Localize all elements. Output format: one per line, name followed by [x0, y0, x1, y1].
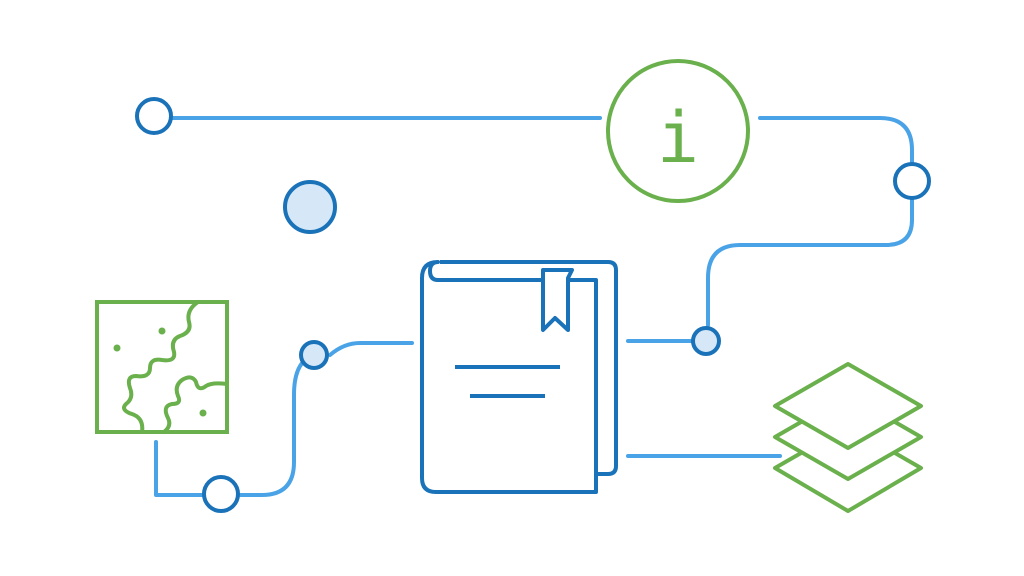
map-icon	[95, 300, 229, 434]
line-info-to-right-node	[758, 116, 914, 167]
layers-icon	[773, 362, 923, 513]
layer-top	[773, 362, 923, 450]
connector-node-icon	[893, 162, 931, 200]
map-frame	[95, 300, 229, 434]
book-back-cover	[440, 260, 618, 476]
map-contour-2	[162, 375, 229, 434]
map-dot	[199, 409, 207, 417]
connector-nodes	[135, 97, 931, 513]
map-dot	[158, 327, 166, 335]
line-right-node-to-book-node	[706, 195, 914, 327]
connector-node-icon	[691, 326, 721, 356]
connector-node-icon	[283, 180, 337, 234]
connector-node-icon	[202, 475, 240, 513]
line-map-to-bottom-node	[154, 440, 204, 497]
line-bottom-node-to-node	[238, 360, 305, 497]
connector-node-icon	[135, 97, 173, 135]
line-node-to-book	[328, 341, 414, 357]
map-dot	[113, 344, 121, 352]
book-with-bookmark-icon	[420, 260, 618, 494]
map-contour-1	[122, 300, 200, 434]
info-icon: i	[606, 59, 750, 203]
connector-node-icon	[299, 340, 329, 370]
connector-lines	[154, 116, 914, 497]
info-glyph: i	[657, 97, 699, 179]
bookmark-icon	[541, 268, 574, 332]
